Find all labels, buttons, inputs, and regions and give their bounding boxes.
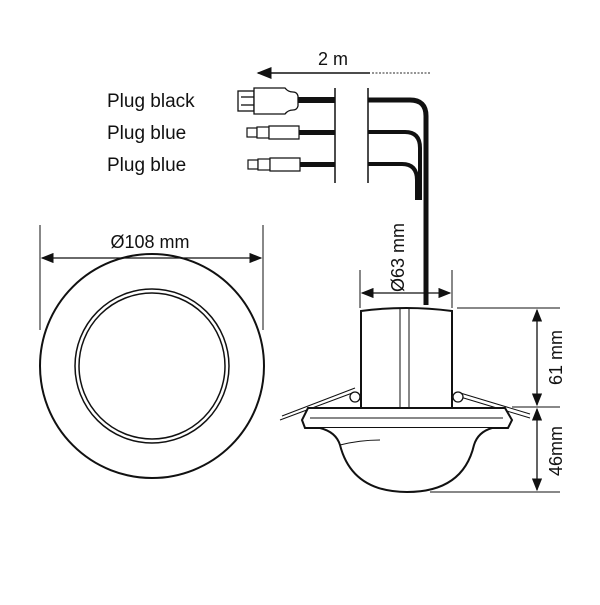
plug-blue-1-icon <box>246 125 335 140</box>
plug-label-blue-2: Plug blue <box>107 155 186 176</box>
cable-length-label: 2 m <box>318 49 348 69</box>
side-view <box>279 270 531 494</box>
dome-height-label: 46mm <box>546 426 566 476</box>
cable-length-dimension: 2 m <box>256 49 430 79</box>
plug-label-black: Plug black <box>107 91 195 112</box>
cable-bundle <box>334 88 429 305</box>
body-diameter-label: Ø63 mm <box>388 223 408 292</box>
outer-diameter-label: Ø108 mm <box>110 232 189 252</box>
height-dimensions <box>430 307 560 493</box>
top-view <box>39 225 265 479</box>
plug-black-icon <box>237 87 335 115</box>
plug-blue-2-icon <box>247 157 335 172</box>
body-height-label: 61 mm <box>546 330 566 385</box>
plug-label-blue-1: Plug blue <box>107 123 186 144</box>
